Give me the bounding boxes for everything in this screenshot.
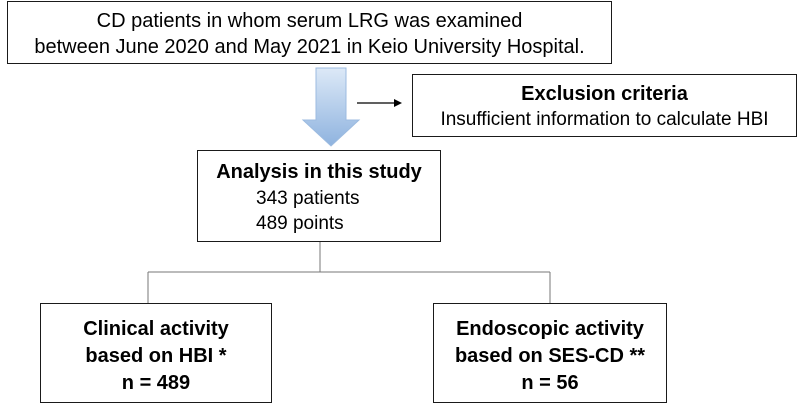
down-arrow-icon [301,67,361,147]
source-population-box: CD patients in whom serum LRG was examin… [7,1,612,64]
endoscopic-line-2: based on SES-CD ** [454,345,646,367]
clinical-line-1: Clinical activity [83,318,229,340]
analysis-patients: 343 patients [256,188,360,209]
endoscopic-activity-box: Endoscopic activity based on SES-CD ** n… [433,303,667,403]
analysis-box: Analysis in this study 343 patients 489 … [197,150,441,242]
exclusion-arrow-head [394,99,402,107]
endoscopic-line-1: Endoscopic activity [456,318,644,340]
clinical-count: n = 489 [121,372,191,394]
exclusion-criteria-box: Exclusion criteria Insufficient informat… [412,74,797,137]
clinical-activity-box: Clinical activity based on HBI * n = 489 [40,303,272,403]
exclusion-title: Exclusion criteria [521,83,688,105]
analysis-title: Analysis in this study [216,161,422,183]
endoscopic-count: n = 56 [521,372,579,394]
source-line-1: CD patients in whom serum LRG was examin… [96,10,523,32]
source-line-2: between June 2020 and May 2021 in Keio U… [34,36,585,58]
clinical-line-2: based on HBI * [85,345,227,367]
analysis-points: 489 points [256,213,344,234]
exclusion-text: Insufficient information to calculate HB… [440,109,769,130]
